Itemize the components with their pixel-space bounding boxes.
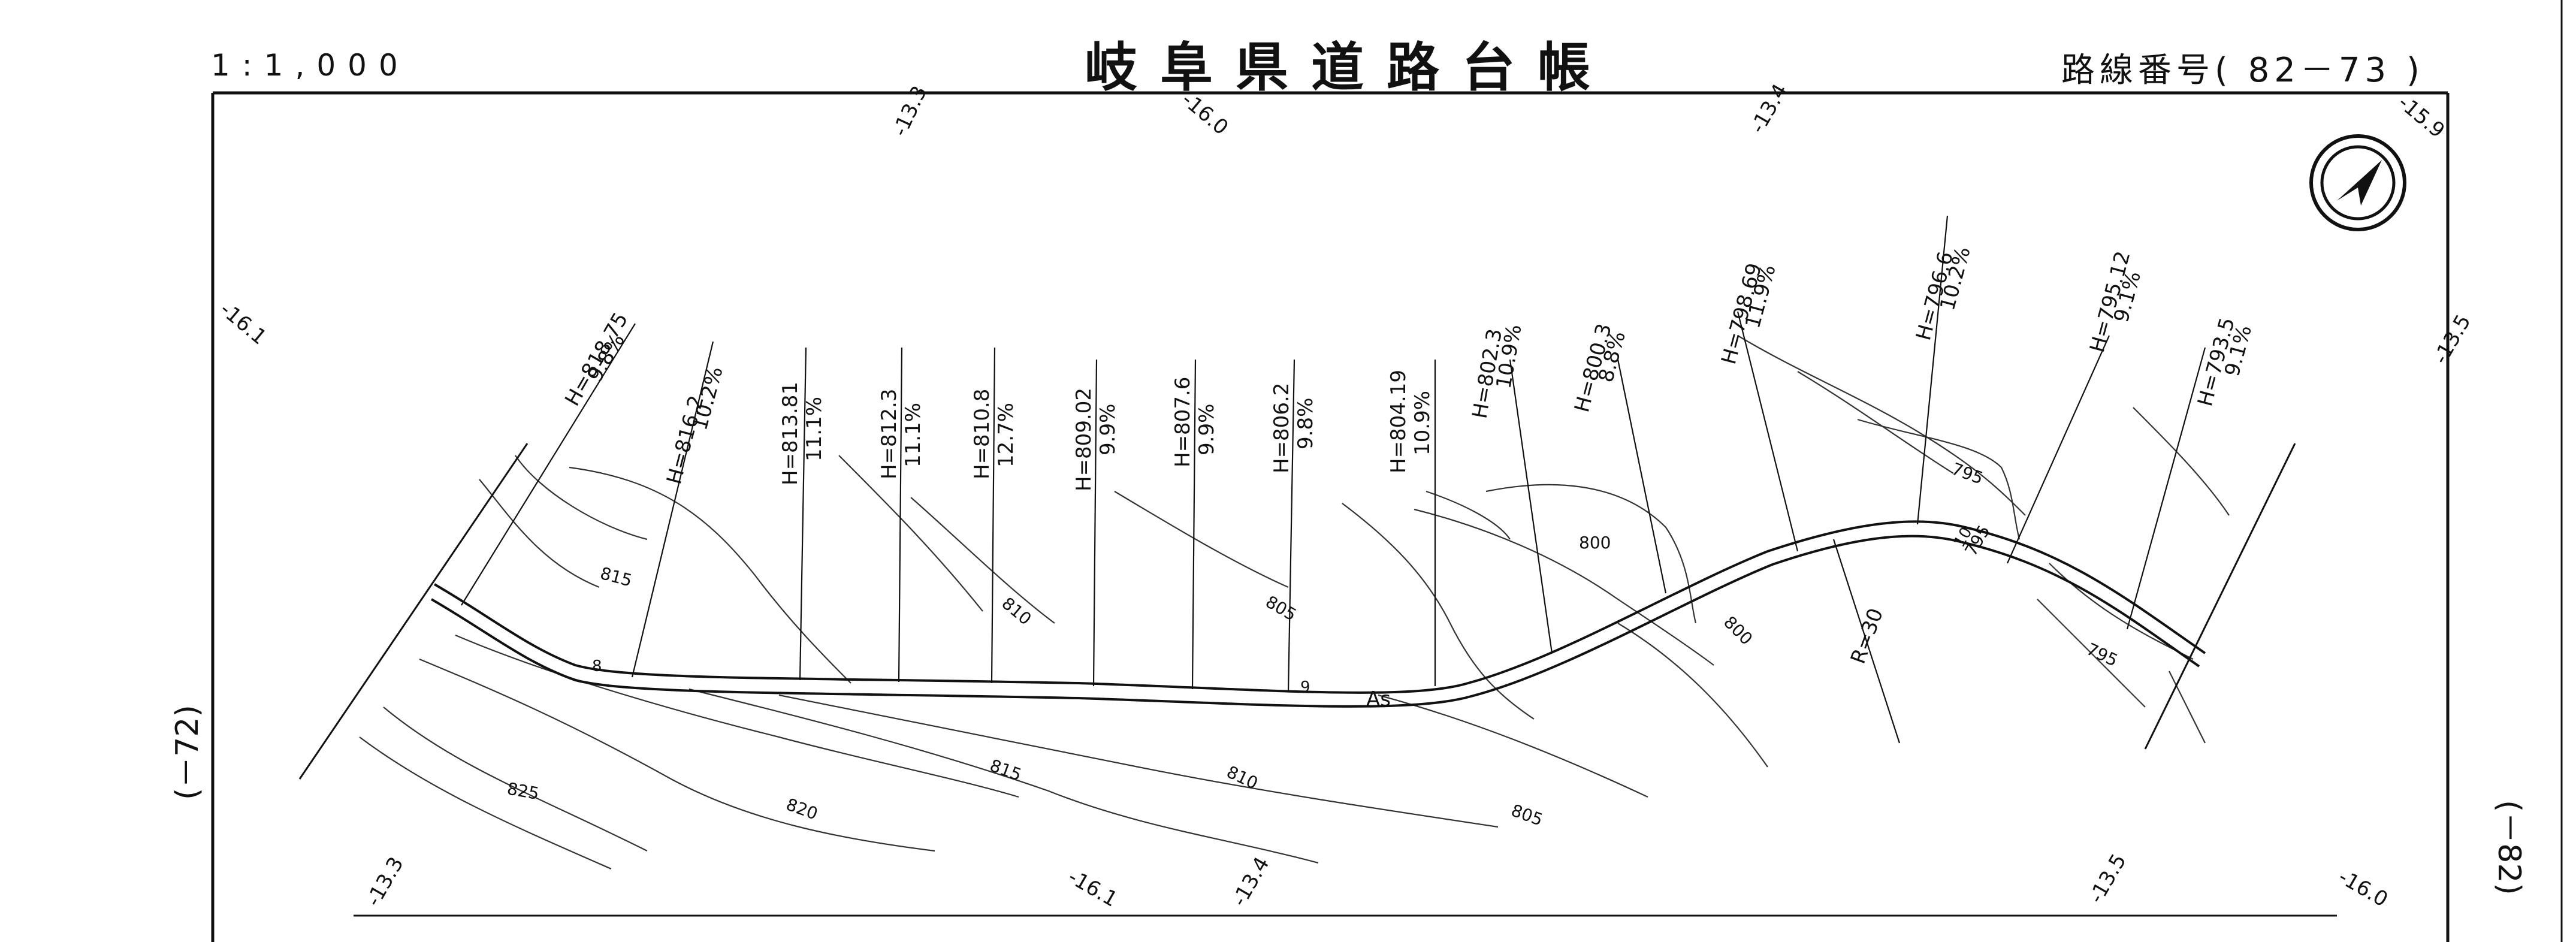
ridge-lines [298, 443, 2296, 780]
contour-label: 825 [506, 778, 540, 804]
profile-grade: 11.1% [802, 397, 826, 461]
profile-height: H=804.19 [1387, 370, 1411, 473]
grid-tick: -16.0 [2335, 865, 2392, 912]
grid-tick: -13.5 [2429, 310, 2476, 368]
profile-grade: 11.1% [901, 403, 925, 467]
grid-tick: -13.3 [888, 82, 932, 140]
map-scale: 1:1,000 [211, 48, 410, 83]
profile-grade: 10.9% [1411, 391, 1435, 455]
profile-grade: 9.9% [1195, 404, 1219, 455]
profile-height: H=806.2 [1270, 383, 1294, 473]
contour-label: 800 [1579, 533, 1611, 552]
profile-leaders [461, 215, 2206, 744]
profile-height: H=807.6 [1171, 377, 1195, 467]
grid-ticks: -13.3 -16.0 -13.4 -15.9 -16.1 -13.5 -13.… [215, 80, 2476, 911]
grid-tick: -15.9 [2393, 90, 2449, 143]
profile-grade: 9.8% [1294, 398, 1318, 449]
curve-radius: R=30 [1846, 605, 1888, 667]
grid-tick: -13.3 [361, 853, 409, 910]
contour-labels: 825 820 815 815 810 810 805 805 800 800 … [506, 459, 2121, 830]
grid-tick: -16.0 [1177, 87, 1233, 140]
map-title: 岐阜県道路台帳 [1085, 37, 1614, 98]
contour-label: 805 [1509, 801, 1546, 830]
contour-label: 815 [987, 756, 1025, 785]
profile-height: H=812.3 [877, 389, 901, 479]
grid-tick: -13.4 [1227, 853, 1275, 910]
grid-tick: -16.1 [215, 297, 271, 349]
grid-tick: -13.4 [1745, 80, 1793, 137]
profile-height: H=810.8 [970, 389, 994, 479]
station-mark: 9 [1300, 678, 1310, 696]
contour-label: 815 [598, 563, 634, 591]
profile-height: H=809.02 [1072, 388, 1096, 491]
profile-height: H=813.81 [778, 382, 802, 485]
station-mark: 8 [592, 657, 602, 675]
grid-tick: -13.5 [2084, 850, 2131, 907]
profile-labels: H=818.75 9.8% H=816.2 10.2% H=813.81 11.… [560, 244, 2257, 491]
surface-label: As [1366, 687, 1391, 711]
profile-grade: 9.9% [1096, 404, 1120, 455]
north-arrow-icon [2309, 134, 2406, 231]
profile-grade: 12.7% [994, 403, 1018, 467]
contour-label: 800 [1720, 612, 1756, 649]
road-centerline [430, 520, 2206, 708]
contour-label: 795 [2083, 639, 2121, 670]
contour-label: 810 [998, 593, 1035, 629]
map-frame [211, 0, 2563, 942]
route-number: 路線番号( 82－73 ) [2061, 51, 2424, 90]
contour-label: 805 [1263, 591, 1300, 624]
grid-tick: -16.1 [1064, 865, 1122, 912]
contour-label: 795 [1949, 459, 1986, 488]
contour-label: 820 [784, 795, 821, 824]
